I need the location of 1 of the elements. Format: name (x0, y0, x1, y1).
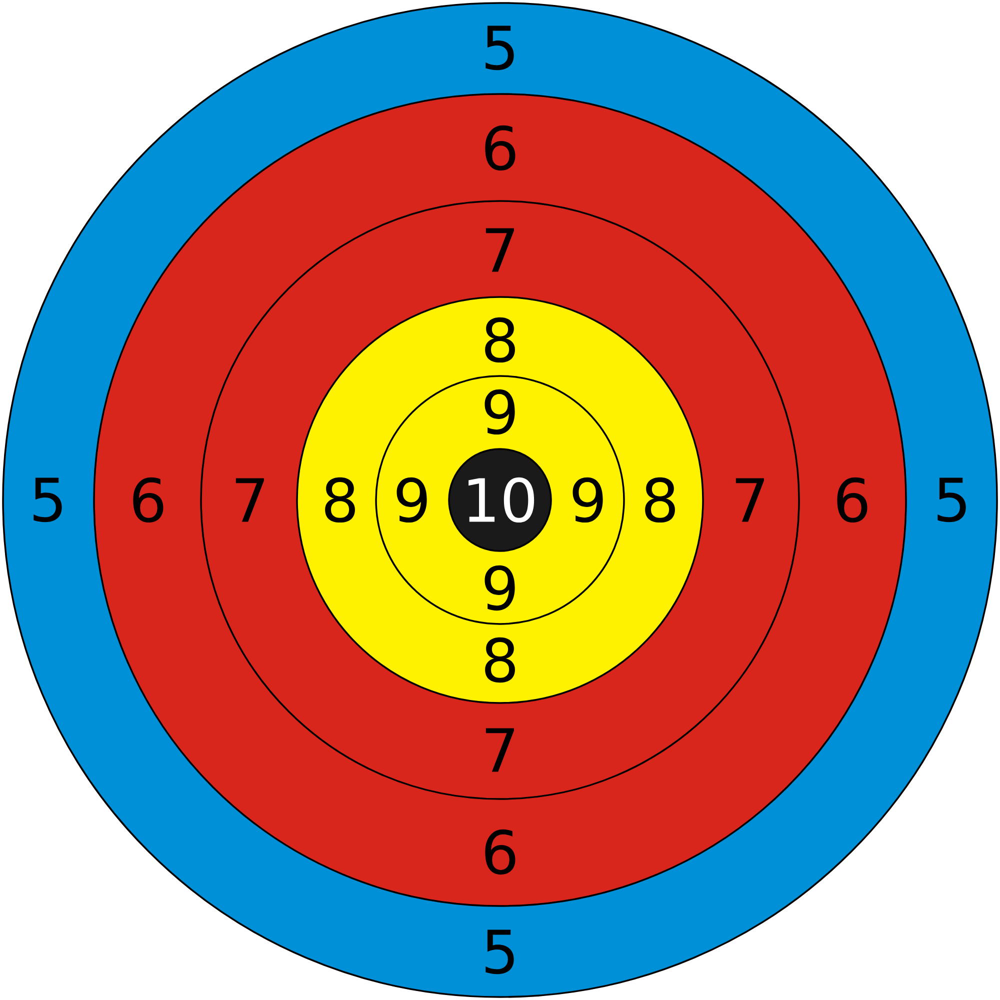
bullseye: 10 (448, 448, 552, 552)
